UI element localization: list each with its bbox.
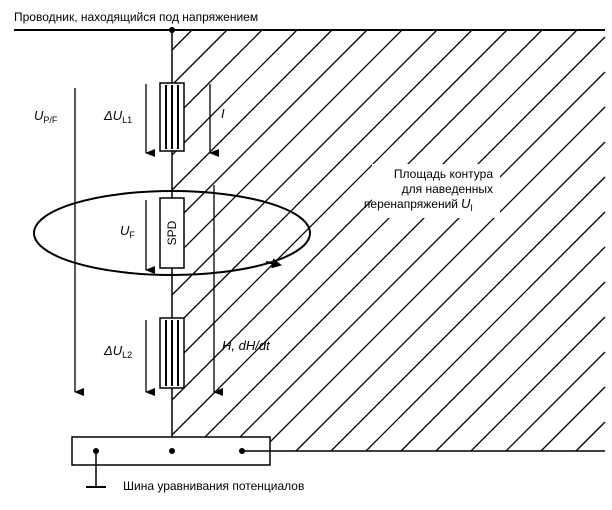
bus-label: Шина уравнивания потенциалов	[123, 479, 304, 493]
hatch-line	[435, 281, 606, 452]
hatch-line	[171, 29, 298, 156]
loop-area-line3: перенапряжений	[364, 197, 458, 211]
bus-center-dot	[169, 448, 175, 454]
hatch-line	[171, 29, 473, 331]
loop-area-line1: Площадь контура	[394, 167, 493, 181]
u-i-label: UI	[461, 196, 473, 213]
current-i-label: I	[221, 106, 225, 121]
induced-loop-hatch-area	[171, 29, 606, 452]
hatch-line	[330, 176, 606, 452]
hatch-line	[171, 29, 228, 86]
hatch-line	[171, 29, 263, 121]
hatch-line	[470, 316, 606, 452]
hatch-line	[260, 106, 606, 452]
spd-device: SPD	[159, 197, 185, 269]
loop-area-label: Площадь контура для наведенных перенапря…	[364, 164, 500, 218]
hatch-line	[540, 386, 606, 452]
hatch-line	[171, 29, 193, 51]
inductor-l2	[159, 317, 185, 389]
loop-area-line2: для наведенных	[402, 182, 493, 196]
spd-label: SPD	[165, 220, 179, 245]
junction-top-dot	[169, 27, 175, 33]
loop-direction-arrow	[265, 258, 282, 269]
hatch-line	[171, 29, 438, 296]
magnetic-loop-ellipse	[33, 190, 311, 276]
top-conductor-label: Проводник, находящийся под напряжением	[14, 10, 258, 24]
hatch-line	[365, 211, 606, 452]
hatch-line	[295, 141, 606, 452]
h-field-label: H, dH/dt	[222, 338, 271, 353]
inductor-l1	[159, 82, 185, 152]
hatch-line	[171, 29, 543, 401]
hatch-line	[575, 421, 606, 452]
hatch-line	[225, 71, 606, 452]
hatch-line	[505, 351, 606, 452]
hatch-line	[171, 29, 403, 261]
u-f-label: UF	[120, 223, 135, 240]
ground-icon	[86, 451, 106, 488]
du-l1-label: ΔUL1	[103, 108, 132, 125]
hatch-line	[190, 36, 606, 452]
hatch-line	[171, 29, 368, 226]
hatch-line	[171, 29, 578, 436]
hatch-line	[171, 29, 508, 366]
u-pf-label: UP/F	[34, 108, 58, 125]
du-l2-label: ΔUL2	[103, 343, 132, 360]
hatch-line	[171, 29, 333, 191]
hatch-line	[400, 246, 606, 452]
